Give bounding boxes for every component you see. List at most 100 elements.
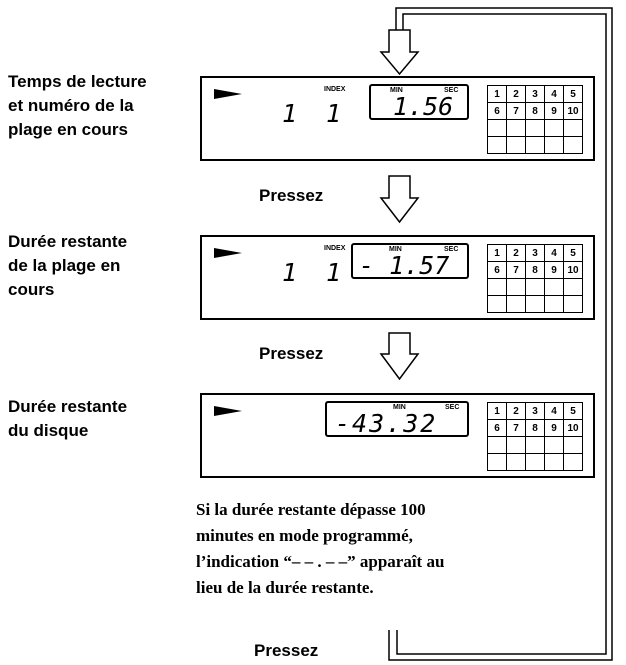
grid-cell: 9 [544,102,564,120]
min-label: MIN [389,246,402,253]
loop-path-inner [396,13,607,655]
grid-cell: 6 [487,102,507,120]
index-number: 1 [326,258,342,287]
grid-cell [506,278,526,296]
grid-cell: 9 [544,419,564,437]
grid-cell: 3 [525,402,545,420]
grid-cell: 1 [487,402,507,420]
grid-cell: 9 [544,261,564,279]
grid-cell [563,278,583,296]
grid-cell [506,453,526,471]
grid-cell: 6 [487,261,507,279]
grid-cell [487,453,507,471]
play-icon [214,248,242,258]
index-label: INDEX [324,86,346,93]
row1-label-line: plage en cours [8,120,128,139]
note-line: minutes en mode programmé, [196,526,413,545]
note-line: lieu de la durée restante. [196,578,374,597]
note-line: l’indication “– – . – –” apparaît au [196,552,445,571]
grid-cell [563,136,583,154]
grid-cell [487,436,507,454]
sec-label: SEC [445,404,460,411]
grid-cell [525,436,545,454]
index-label: INDEX [324,245,346,252]
grid-cell [525,119,545,137]
press-label: Pressez [254,641,319,660]
grid-cell [487,278,507,296]
row3-label-line: Durée restante [8,397,128,416]
down-arrow-icon [379,175,420,224]
grid-cell [487,136,507,154]
grid-cell [544,278,564,296]
grid-cell [487,119,507,137]
grid-cell [525,453,545,471]
time-box: MIN SEC - 1.57 [351,243,469,279]
grid-cell: 5 [563,244,583,262]
grid-cell [525,136,545,154]
grid-cell: 7 [506,419,526,437]
grid-cell [563,295,583,313]
grid-cell: 2 [506,402,526,420]
grid-cell [544,136,564,154]
grid-cell: 3 [525,85,545,103]
min-label: MIN [393,404,406,411]
down-arrow-icon [379,332,420,381]
track-number: 1 [282,99,298,128]
press-label: Pressez [259,186,324,205]
down-arrow-icon [379,29,420,76]
grid-cell: 7 [506,102,526,120]
press-label: Pressez [259,344,324,363]
grid-cell: 8 [525,102,545,120]
play-icon [214,406,242,416]
grid-cell [544,295,564,313]
grid-cell: 3 [525,244,545,262]
grid-cell [544,453,564,471]
grid-cell [544,119,564,137]
note-line: Si la durée restante dépasse 100 [196,500,426,519]
grid-cell: 7 [506,261,526,279]
grid-cell: 5 [563,402,583,420]
time-box: MIN SEC -43.32 [325,401,469,437]
row1-label-line: Temps de lecture [8,72,147,91]
grid-cell [563,436,583,454]
grid-cell [563,453,583,471]
grid-cell: 4 [544,244,564,262]
time-box: MIN SEC 1.56 [369,84,469,120]
row1-label: Temps de lecture et numéro de la plage e… [8,70,147,142]
grid-cell: 8 [525,261,545,279]
track-number: 1 [282,258,298,287]
grid-cell [563,119,583,137]
remaining-time-note: Si la durée restante dépasse 100 minutes… [196,497,444,601]
loop-path-outer [388,7,613,661]
row2-label: Durée restante de la plage en cours [8,230,127,302]
grid-cell: 2 [506,85,526,103]
row3-label-line: du disque [8,421,89,440]
grid-cell [525,278,545,296]
grid-cell [487,295,507,313]
grid-cell: 6 [487,419,507,437]
sec-label: SEC [444,246,459,253]
min-label: MIN [390,87,403,94]
grid-cell [506,136,526,154]
grid-cell: 10 [563,102,583,120]
index-number: 1 [326,99,342,128]
grid-cell: 1 [487,244,507,262]
grid-cell: 4 [544,85,564,103]
grid-cell: 1 [487,85,507,103]
row2-label-line: Durée restante [8,232,128,251]
grid-cell: 5 [563,85,583,103]
time-readout: 1.56 [393,92,454,121]
grid-cell: 8 [525,419,545,437]
row3-label: Durée restante du disque [8,395,127,443]
time-readout: - 1.57 [359,251,450,280]
row2-label-line: cours [8,280,55,299]
grid-cell [544,436,564,454]
grid-cell [525,295,545,313]
grid-cell [506,436,526,454]
